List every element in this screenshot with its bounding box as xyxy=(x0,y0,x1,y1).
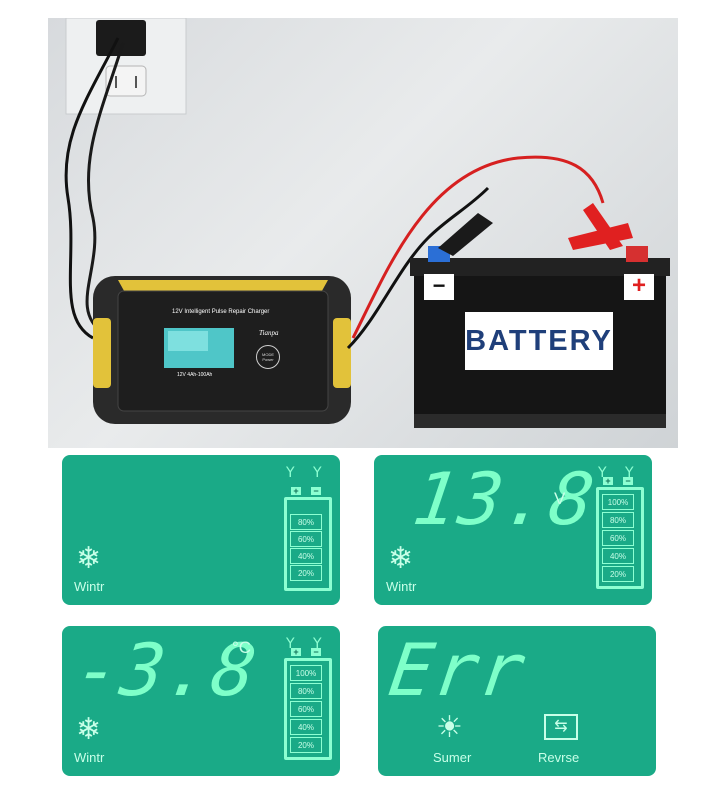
sun-icon: ☀ xyxy=(436,711,463,744)
level-segment: 20% xyxy=(290,737,322,753)
lcd-panel-voltage: 13.8 V Y Y +− 100% 80% 60% 40% 20% ❄ Win… xyxy=(374,455,652,605)
snowflake-icon: ❄ xyxy=(76,713,102,746)
snowflake-icon: ❄ xyxy=(76,542,102,575)
positive-terminal xyxy=(626,246,648,262)
minus-sign: − xyxy=(432,273,446,298)
level-segment: 60% xyxy=(290,531,322,547)
black-lead xyxy=(346,186,490,350)
plus-sign: + xyxy=(631,272,646,299)
red-clip xyxy=(568,223,633,250)
error-reading: Err xyxy=(384,628,532,712)
lcd-panel-temperature: -3.8 °C Y Y +− 100% 80% 60% 40% 20% ❄ Wi… xyxy=(62,626,340,776)
photo-illustration xyxy=(64,18,670,428)
battery-level-icon: +− 100% 80% 60% 40% 20% xyxy=(596,476,644,589)
level-segment: 40% xyxy=(290,719,322,735)
voltage-unit: V xyxy=(554,489,566,508)
level-segment: 40% xyxy=(290,548,322,564)
level-segment: 20% xyxy=(602,566,634,582)
level-segment: 80% xyxy=(290,514,322,530)
charger-spec: 12V 4Ah-100Ah xyxy=(177,372,213,378)
mode-label-winter: Wintr xyxy=(74,750,105,765)
level-segment: 40% xyxy=(602,548,634,564)
mode-label-winter: Wintr xyxy=(74,579,105,594)
power-cable xyxy=(64,37,120,340)
battery-level-icon: +− 100% 80% 60% 40% 20% xyxy=(284,647,332,760)
voltage-reading: 13.8 xyxy=(408,457,602,541)
battery-level-icon: +− 80% 60% 40% 20% xyxy=(284,486,332,591)
level-segment: 80% xyxy=(290,683,322,699)
mode-label-winter: Wintr xyxy=(386,579,417,594)
mode-label-reverse: Revrse xyxy=(538,750,580,765)
charger-brand: Tianpa xyxy=(259,329,279,337)
reverse-icon: ⇆ xyxy=(544,714,578,740)
level-segment: 60% xyxy=(602,530,634,546)
plug xyxy=(96,20,146,56)
red-lead xyxy=(351,155,605,339)
level-segment: 80% xyxy=(602,512,634,528)
level-segment: 100% xyxy=(290,665,322,681)
lcd-panel-error: Err ☀ Sumer ⇆ Revrse xyxy=(378,626,656,776)
charger-title: 12V Intelligent Pulse Repair Charger xyxy=(172,309,270,315)
mode-label-summer: Sumer xyxy=(433,750,472,765)
lcd-panel-winter: Y Y +− 80% 60% 40% 20% ❄ Wintr xyxy=(62,455,340,605)
indicator-yy: Y Y xyxy=(286,465,329,481)
snowflake-icon: ❄ xyxy=(388,542,414,575)
product-photo: BATTERY − + 12V Intelligent Pulse Repair… xyxy=(48,18,678,448)
socket-outlet xyxy=(105,65,147,97)
level-segment: 20% xyxy=(290,565,322,581)
level-segment: 100% xyxy=(602,494,634,510)
black-clip xyxy=(438,213,493,256)
mode-button[interactable]: MODE Power xyxy=(256,345,280,369)
battery-label: BATTERY xyxy=(465,312,613,370)
temperature-unit: °C xyxy=(232,638,252,657)
level-segment: 60% xyxy=(290,701,322,717)
